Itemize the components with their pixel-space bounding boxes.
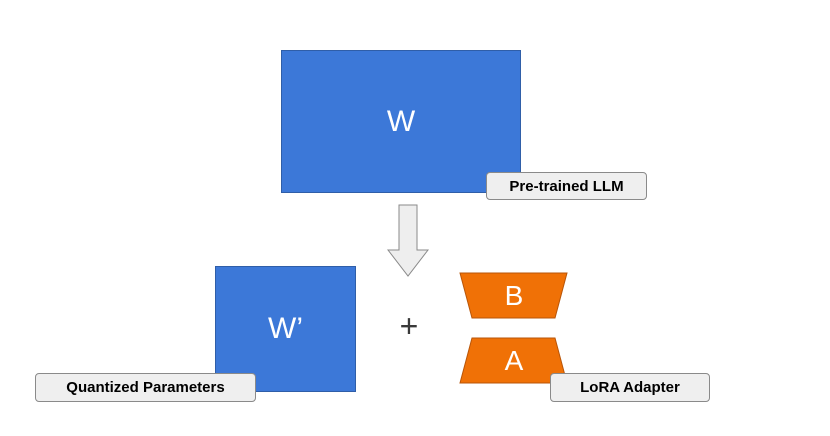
quantized-weight-block: W’: [215, 266, 356, 392]
lora-b-text: B: [504, 280, 524, 311]
pretrained-llm-label: Pre-trained LLM: [486, 172, 647, 200]
quantized-weight-text: W’: [268, 312, 303, 345]
down-arrow-icon: [386, 204, 430, 277]
plus-operator: +: [399, 307, 419, 344]
quantized-parameters-label: Quantized Parameters: [35, 373, 256, 402]
lora-adapter-label: LoRA Adapter: [550, 373, 710, 402]
lora-a-text: A: [504, 345, 524, 376]
pretrained-weight-text: W: [386, 104, 416, 138]
pretrained-weight-block: W: [281, 50, 521, 193]
lora-b-trapezoid: [459, 272, 568, 319]
